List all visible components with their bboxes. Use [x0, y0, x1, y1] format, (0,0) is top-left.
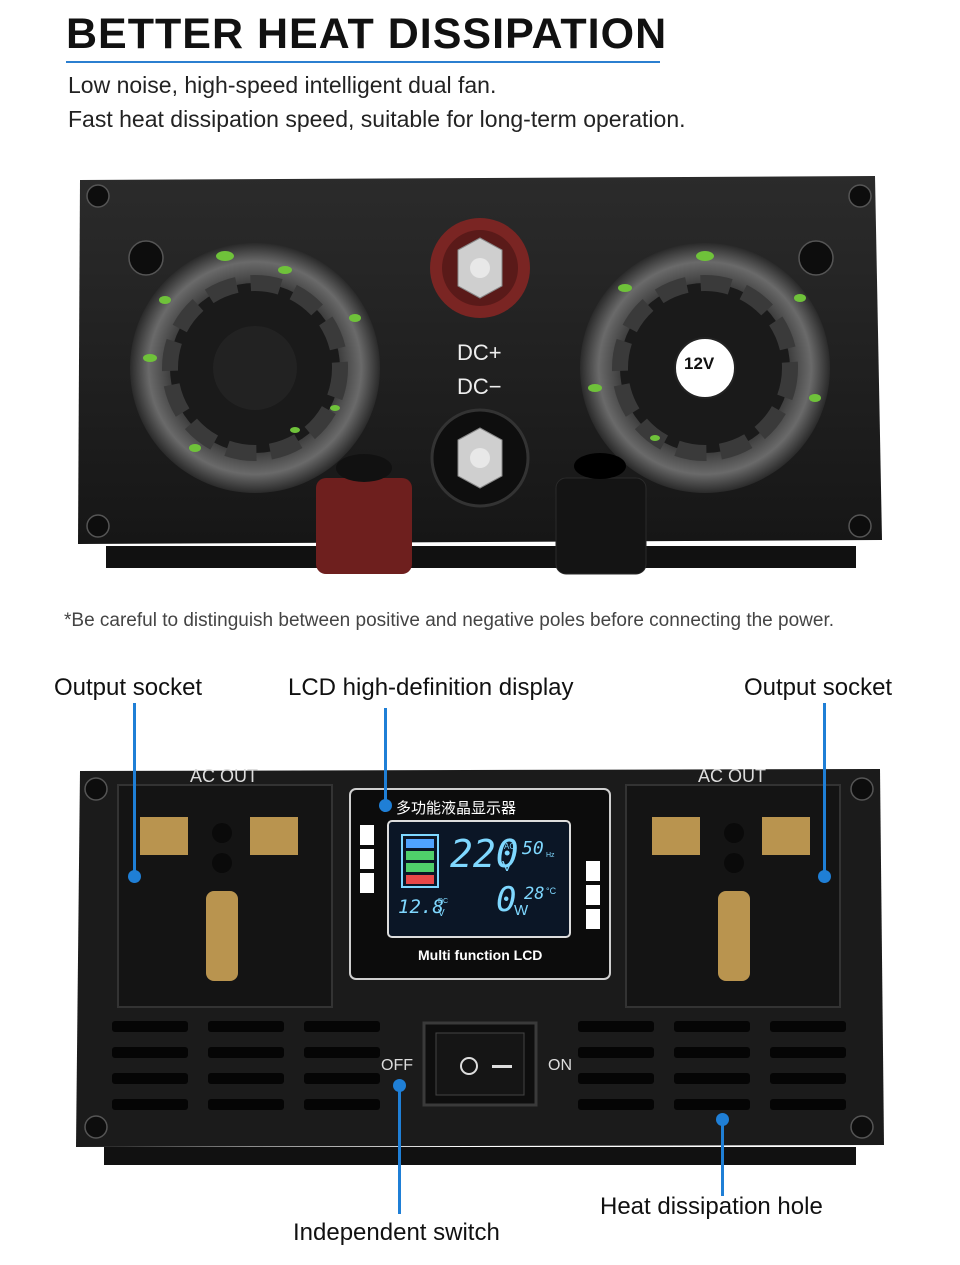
callout-heat-dissipation-hole: Heat dissipation hole [600, 1193, 823, 1220]
voltage-badge: 12V [684, 354, 715, 373]
leader-line-switch [398, 1084, 401, 1214]
subtitle-line-2: Fast heat dissipation speed, suitable fo… [68, 106, 686, 132]
lcd-dc-label: DC [438, 898, 449, 905]
leader-dot-output-right [818, 870, 831, 883]
inverter-front-panel-image [76, 769, 884, 1165]
left-fan [130, 243, 380, 493]
page-title: BETTER HEAT DISSIPATION [66, 10, 668, 58]
lcd-header-text: 多功能液晶显示器 [396, 800, 517, 817]
callout-output-socket-right: Output socket [744, 674, 893, 701]
lcd-power: 0 [496, 880, 517, 920]
leader-line-lcd [384, 708, 387, 804]
lcd-footer-text: Multi function LCD [418, 947, 543, 963]
switch-off-label: OFF [381, 1057, 413, 1074]
lcd-hz-label: Hz [546, 852, 555, 859]
polarity-note: *Be careful to distinguish between posit… [64, 610, 835, 631]
callout-independent-switch: Independent switch [293, 1219, 500, 1246]
lcd-temperature: 28 [524, 884, 545, 904]
inverter-rear-panel-image [78, 176, 882, 575]
lcd-voltage-unit: V [502, 858, 513, 875]
lcd-battery-unit: V [438, 908, 445, 919]
leader-line-output-left [133, 703, 136, 875]
lcd-power-unit: W [514, 902, 529, 919]
lcd-battery-voltage: 12.8 [398, 896, 444, 918]
title-underline [66, 61, 660, 63]
leader-line-heat-hole [721, 1120, 724, 1196]
right-fan [580, 243, 830, 493]
lcd-ac-label: AC [504, 842, 516, 851]
lcd-temperature-unit: °C [546, 886, 557, 896]
leader-dot-output-left [128, 870, 141, 883]
callout-lcd-display: LCD high-definition display [288, 674, 574, 701]
leader-dot-heat-hole [716, 1113, 729, 1126]
leader-dot-lcd [379, 799, 392, 812]
dc-minus-label: DC− [457, 374, 502, 399]
ac-out-left-label: AC OUT [190, 766, 259, 786]
lcd-frequency: 50 [522, 838, 544, 859]
dc-plus-label: DC+ [457, 340, 502, 365]
leader-line-output-right [823, 703, 826, 875]
callout-output-socket-left: Output socket [54, 674, 203, 701]
ac-out-right-label: AC OUT [698, 766, 767, 786]
power-switch[interactable] [426, 1025, 536, 1105]
leader-dot-switch [393, 1079, 406, 1092]
subtitle-line-1: Low noise, high-speed intelligent dual f… [68, 72, 497, 98]
lcd-voltage: 220 [450, 832, 519, 876]
switch-on-label: ON [548, 1057, 572, 1074]
